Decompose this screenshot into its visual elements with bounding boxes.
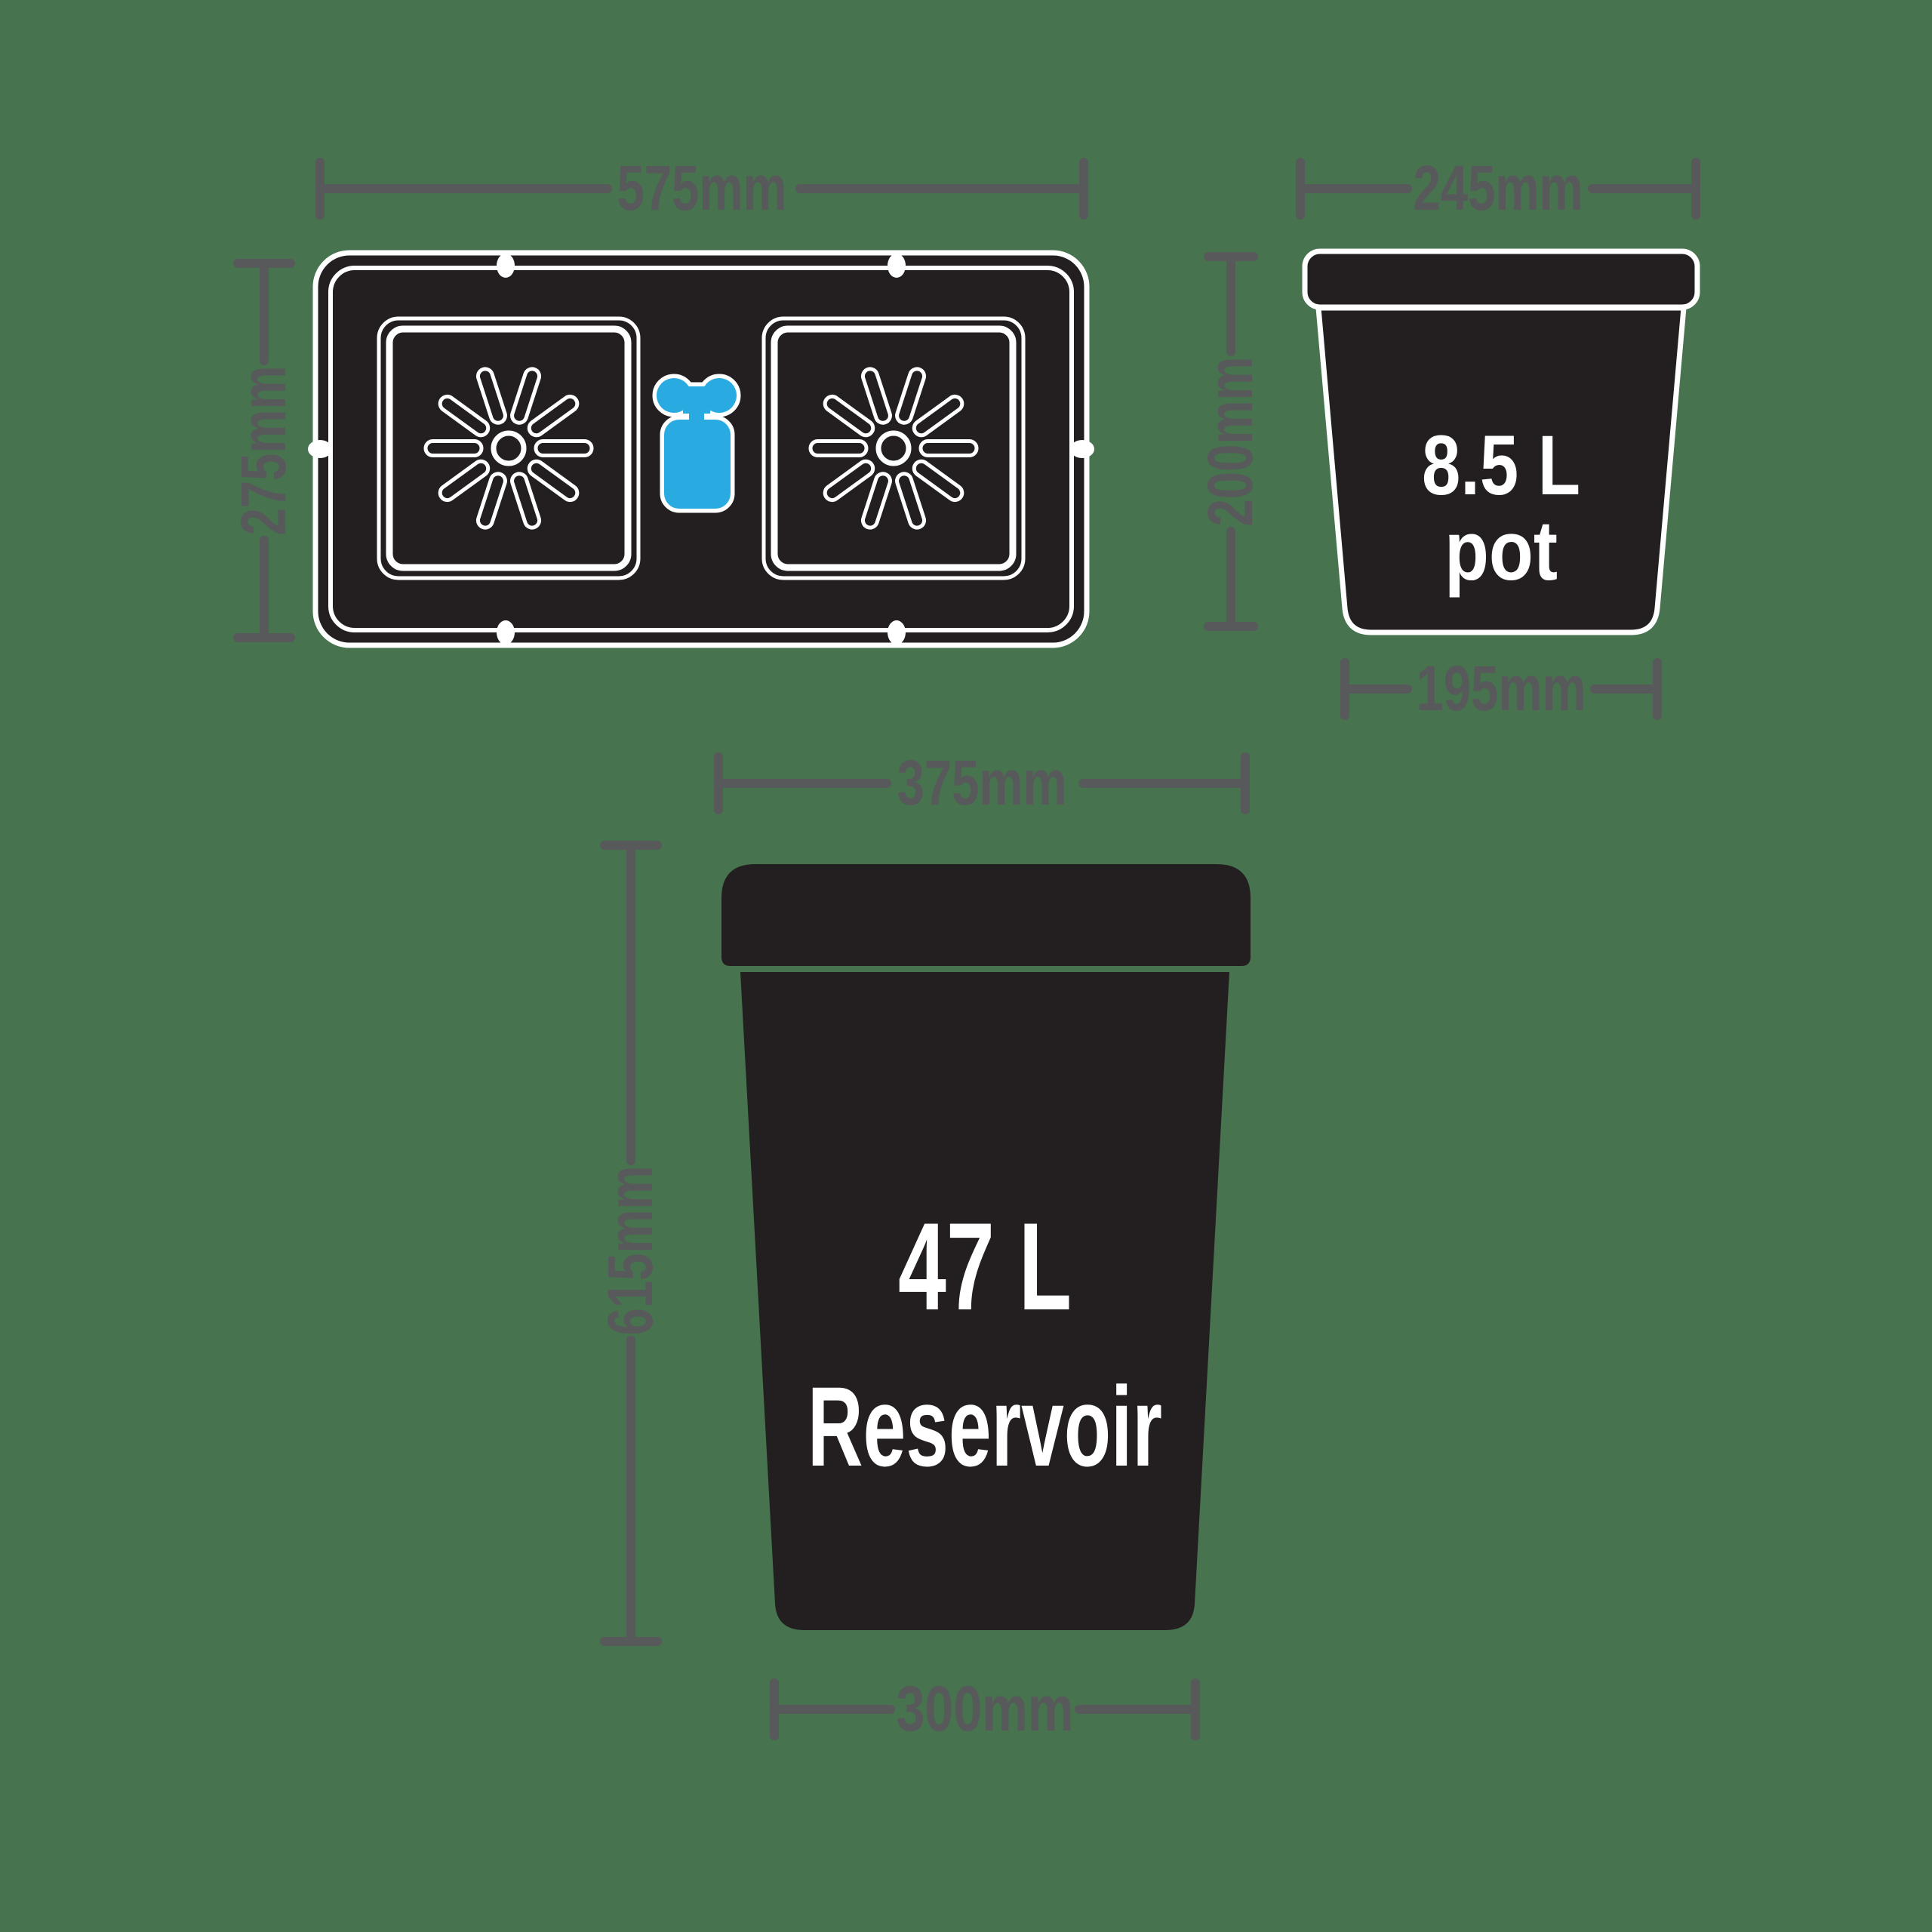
pot-socket-inner-line bbox=[771, 325, 1017, 571]
reservoir-base-width-label: 300mm bbox=[897, 1673, 1074, 1744]
pot-volume-label: 8.5 L bbox=[1422, 418, 1580, 512]
tray-width-dimension: 575mm bbox=[315, 152, 1088, 223]
pot-rim bbox=[1302, 248, 1700, 310]
reservoir-body bbox=[740, 972, 1229, 1630]
reservoir-base-width-dimension: 300mm bbox=[770, 1673, 1200, 1744]
reservoir-top-width-dimension: 375mm bbox=[714, 747, 1250, 818]
pot-top-width-dimension: 245mm bbox=[1296, 152, 1700, 223]
pot-base-width-dimension: 195mm bbox=[1340, 653, 1662, 724]
reservoir-volume-label: 47 L bbox=[898, 1197, 1072, 1336]
reservoir-type-label: Reservoir bbox=[808, 1363, 1162, 1490]
pot-body bbox=[1315, 305, 1687, 635]
valve-blue-body bbox=[657, 378, 737, 509]
tray-depth-dimension: 275mm bbox=[228, 259, 299, 642]
tray-grommet-holes bbox=[308, 254, 1094, 645]
tray-pot-socket-left bbox=[377, 316, 641, 580]
pot-socket-outer-line bbox=[761, 316, 1026, 580]
grommet-hole-icon bbox=[1070, 440, 1094, 458]
pot-socket-inner-line bbox=[386, 325, 632, 571]
tray-width-label: 575mm bbox=[617, 152, 787, 223]
reservoir-height-label: 615mm bbox=[595, 1166, 666, 1336]
grommet-hole-icon bbox=[888, 254, 906, 278]
grommet-hole-icon bbox=[497, 254, 515, 278]
reservoir-height-dimension: 615mm bbox=[595, 841, 666, 1646]
grommet-hole-icon bbox=[308, 440, 332, 458]
grommet-hole-icon bbox=[888, 620, 906, 645]
reservoir-lid bbox=[721, 864, 1251, 966]
pot-type-label: pot bbox=[1444, 503, 1558, 598]
aquavalve-icon bbox=[652, 374, 741, 513]
reservoir-top-width-label: 375mm bbox=[897, 747, 1067, 818]
grommet-hole-icon bbox=[497, 620, 515, 645]
tray-pot-socket-right bbox=[761, 316, 1026, 580]
pot-top-width-label: 245mm bbox=[1414, 152, 1583, 223]
pot-height-label: 200mm bbox=[1195, 357, 1266, 527]
pot-base-width-label: 195mm bbox=[1417, 653, 1586, 724]
pot-group: 245mm 200mm 8.5 L pot 195mm bbox=[1195, 152, 1700, 724]
tray-group: 575mm 275mm bbox=[228, 152, 1094, 648]
pot-height-dimension: 200mm bbox=[1195, 252, 1266, 631]
reservoir-group: 375mm 615mm 47 L Reservoir 300mm bbox=[595, 747, 1251, 1744]
pot-socket-outer-line bbox=[377, 316, 641, 580]
tray-depth-label: 275mm bbox=[228, 366, 299, 536]
